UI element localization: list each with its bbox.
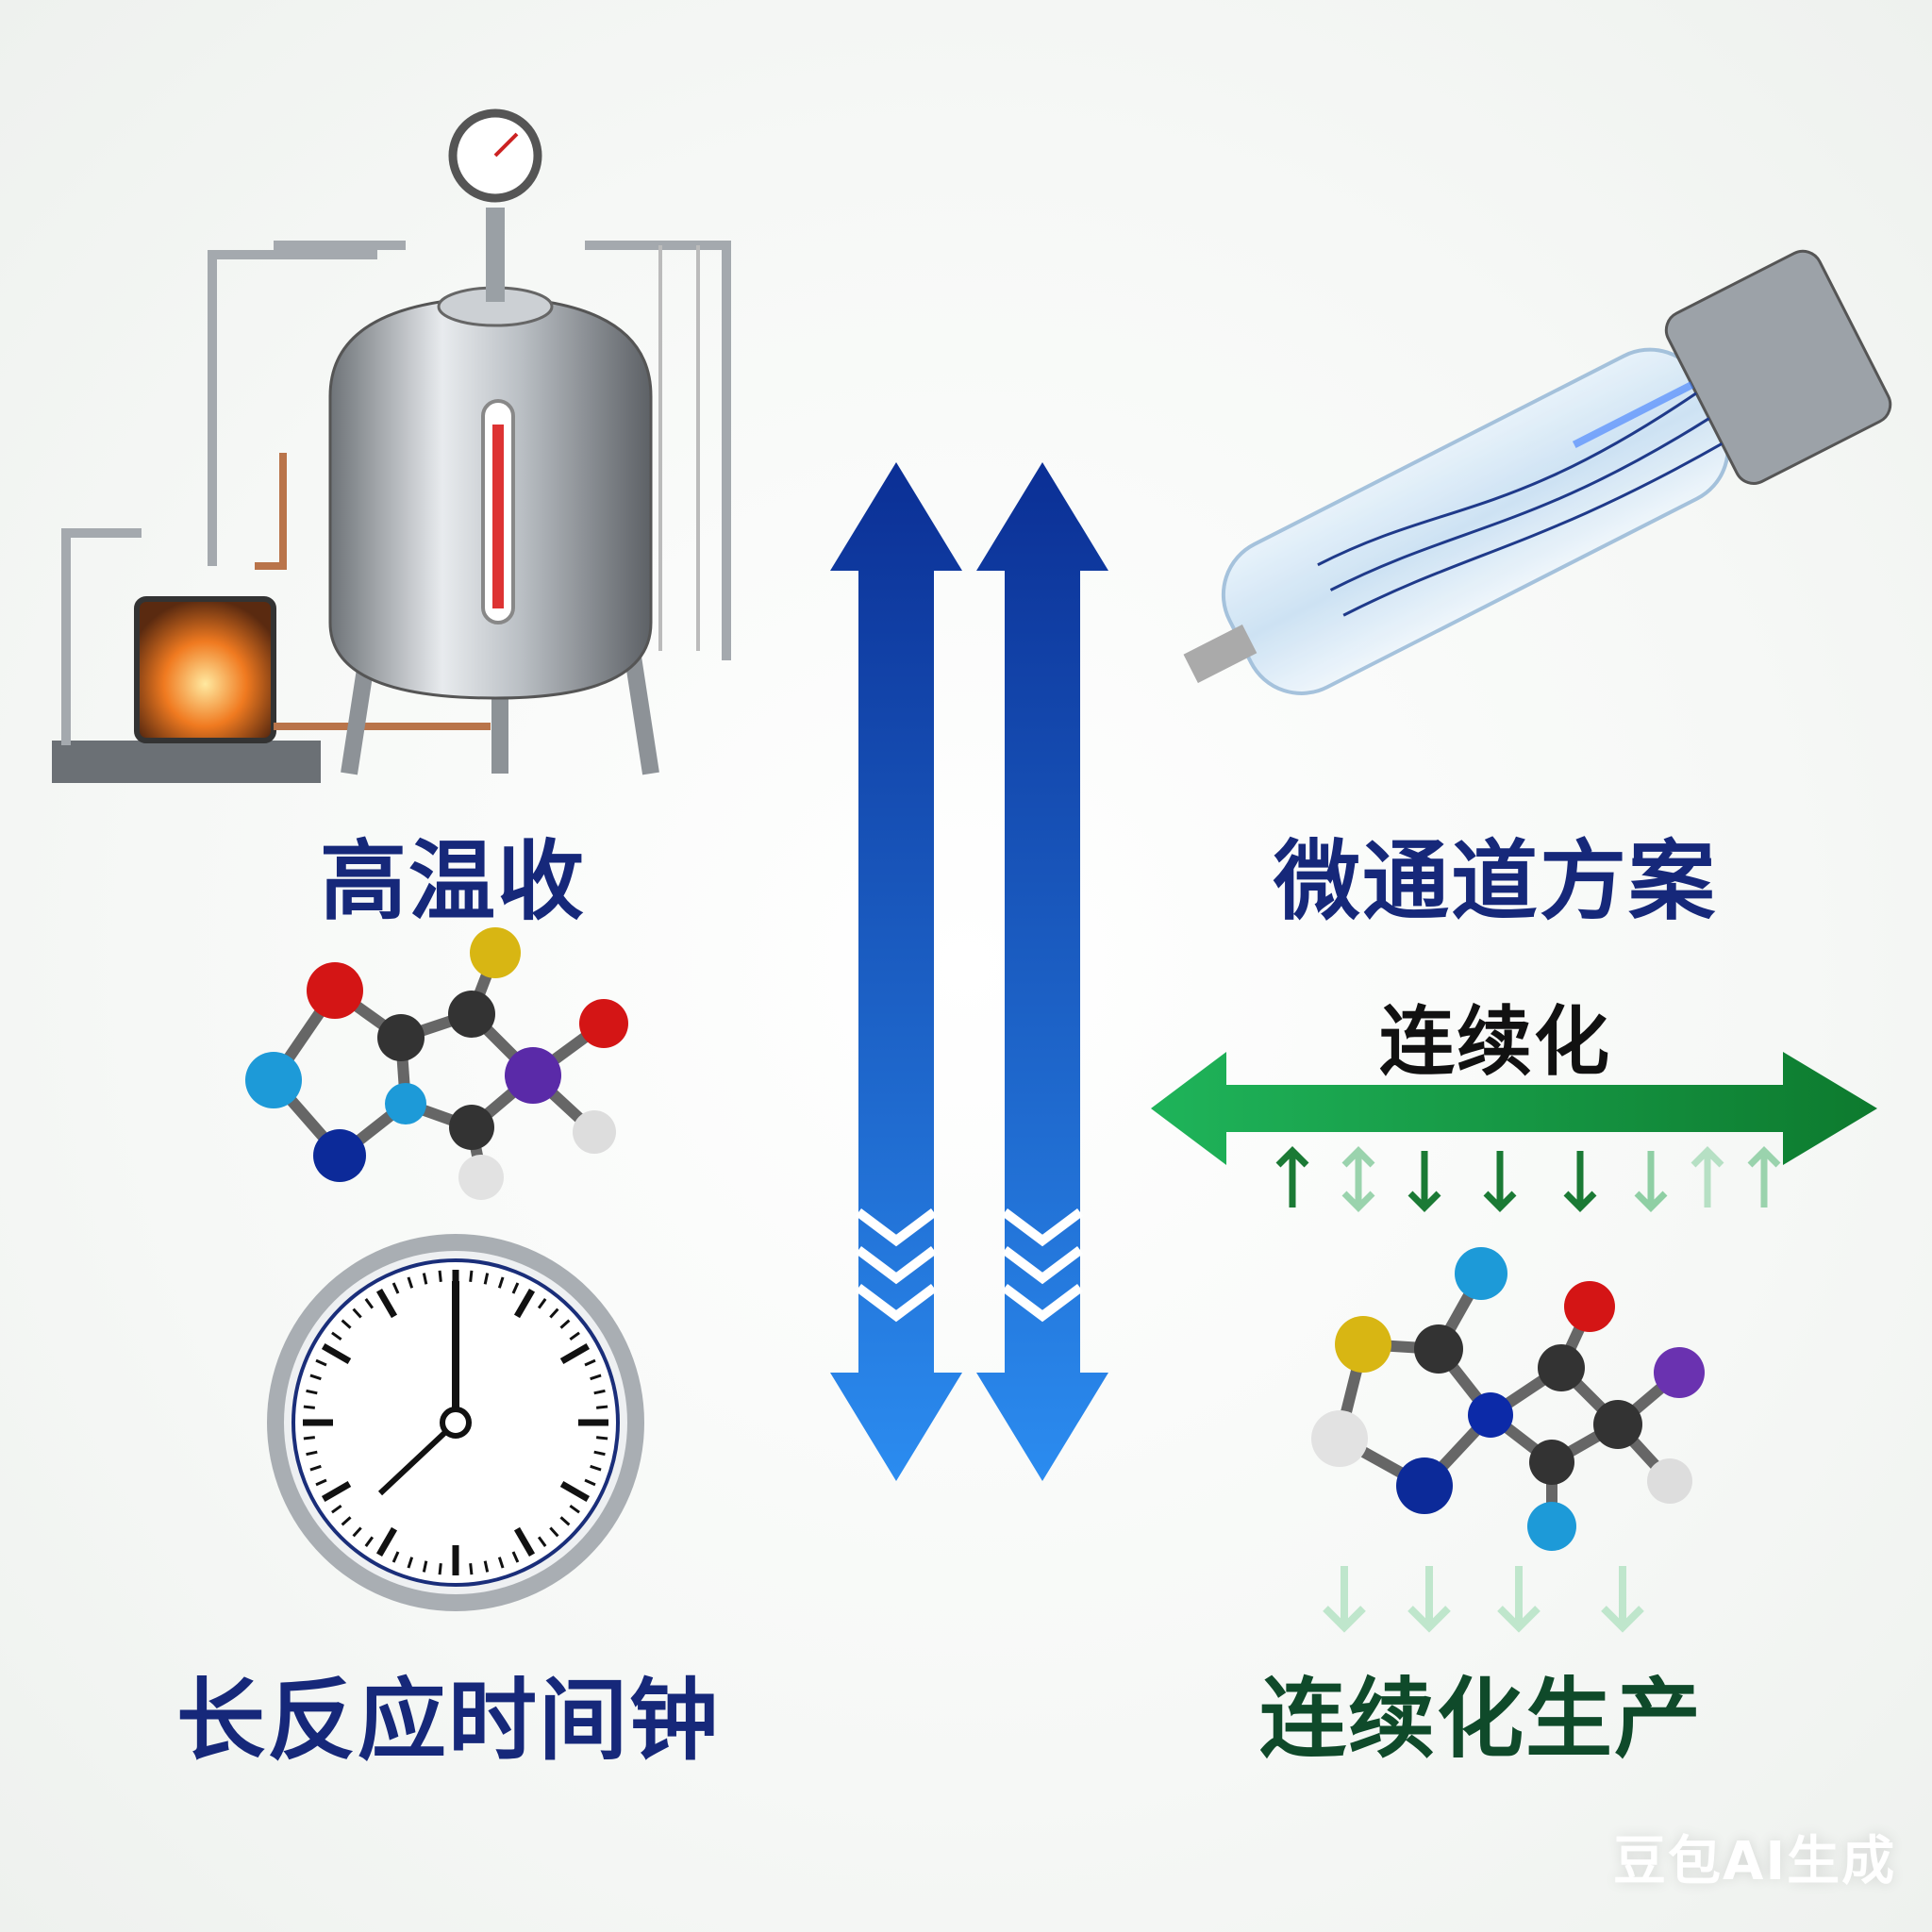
high-temperature-reactor-illustration bbox=[52, 108, 731, 783]
clock-tick bbox=[364, 1536, 375, 1547]
clock-tick bbox=[596, 1436, 608, 1441]
clock-tick bbox=[593, 1450, 606, 1457]
high-temperature-title: 高温收 bbox=[319, 831, 586, 932]
clock-tick bbox=[309, 1374, 322, 1381]
clock-tick bbox=[559, 1516, 571, 1526]
clock-tick bbox=[309, 1464, 322, 1472]
clock-tick bbox=[331, 1331, 342, 1341]
clock-tick bbox=[497, 1557, 505, 1569]
clock-tick bbox=[315, 1478, 327, 1487]
clock-tick bbox=[593, 1389, 606, 1395]
clock-tick bbox=[559, 1319, 571, 1329]
clock-tick bbox=[513, 1526, 536, 1557]
molecule-right-illustration bbox=[1311, 1247, 1705, 1551]
clock-tick bbox=[306, 1389, 318, 1395]
clock-icon bbox=[267, 1234, 644, 1611]
blue-double-arrows-icon bbox=[830, 462, 1108, 1481]
clock-tick bbox=[590, 1374, 602, 1381]
clock-tick bbox=[391, 1282, 400, 1294]
clock-tick bbox=[569, 1504, 580, 1514]
clock-tick bbox=[559, 1342, 591, 1365]
clock-tick bbox=[352, 1307, 362, 1319]
green-double-arrow-icon bbox=[1151, 1052, 1877, 1212]
continuous-label: 连续化 bbox=[1379, 998, 1611, 1086]
clock-tick bbox=[375, 1526, 398, 1557]
clock-tick bbox=[438, 1563, 442, 1575]
microchannel-solution-title: 微通道方案 bbox=[1273, 831, 1717, 932]
clock-tick bbox=[584, 1478, 596, 1487]
clock-tick bbox=[321, 1342, 352, 1365]
clock-tick bbox=[407, 1276, 414, 1289]
clock-tick bbox=[569, 1331, 580, 1341]
clock-tick bbox=[537, 1536, 547, 1547]
clock-tick bbox=[584, 1358, 596, 1367]
long-reaction-time-label: 长反应时间钟 bbox=[175, 1670, 720, 1773]
molecule-left-illustration bbox=[245, 927, 628, 1200]
clock-tick bbox=[321, 1480, 352, 1503]
clock-tick bbox=[315, 1358, 327, 1367]
clock-tick bbox=[341, 1319, 352, 1329]
clock-tick bbox=[391, 1551, 400, 1563]
clock-tick bbox=[422, 1273, 428, 1285]
microchannel-reactor-illustration bbox=[1183, 249, 1892, 695]
clock-tick bbox=[590, 1464, 602, 1472]
clock-tick bbox=[513, 1288, 536, 1319]
clock-tick bbox=[422, 1560, 428, 1573]
clock-tick bbox=[306, 1450, 318, 1457]
clock-tick bbox=[364, 1298, 375, 1309]
clock-tick bbox=[407, 1557, 414, 1569]
clock-tick bbox=[352, 1526, 362, 1538]
clock-tick bbox=[469, 1563, 474, 1575]
clock-tick bbox=[549, 1526, 559, 1538]
clock-tick bbox=[469, 1270, 474, 1282]
clock-tick bbox=[549, 1307, 559, 1319]
continuous-production-label: 连续化生产 bbox=[1258, 1669, 1703, 1770]
clock-tick bbox=[511, 1282, 520, 1294]
clock-tick bbox=[375, 1288, 398, 1319]
clock-tick bbox=[438, 1270, 442, 1282]
fading-down-arrows-icon bbox=[1323, 1566, 1644, 1633]
clock-tick bbox=[483, 1273, 490, 1285]
clock-tick bbox=[483, 1560, 490, 1573]
clock-tick bbox=[537, 1298, 547, 1309]
clock-tick bbox=[559, 1480, 591, 1503]
clock-tick bbox=[497, 1276, 505, 1289]
clock-tick bbox=[341, 1516, 352, 1526]
clock-tick bbox=[331, 1504, 342, 1514]
clock-tick bbox=[303, 1436, 315, 1441]
clock-tick bbox=[511, 1551, 520, 1563]
watermark: 豆包AI生成 bbox=[1613, 1831, 1897, 1892]
